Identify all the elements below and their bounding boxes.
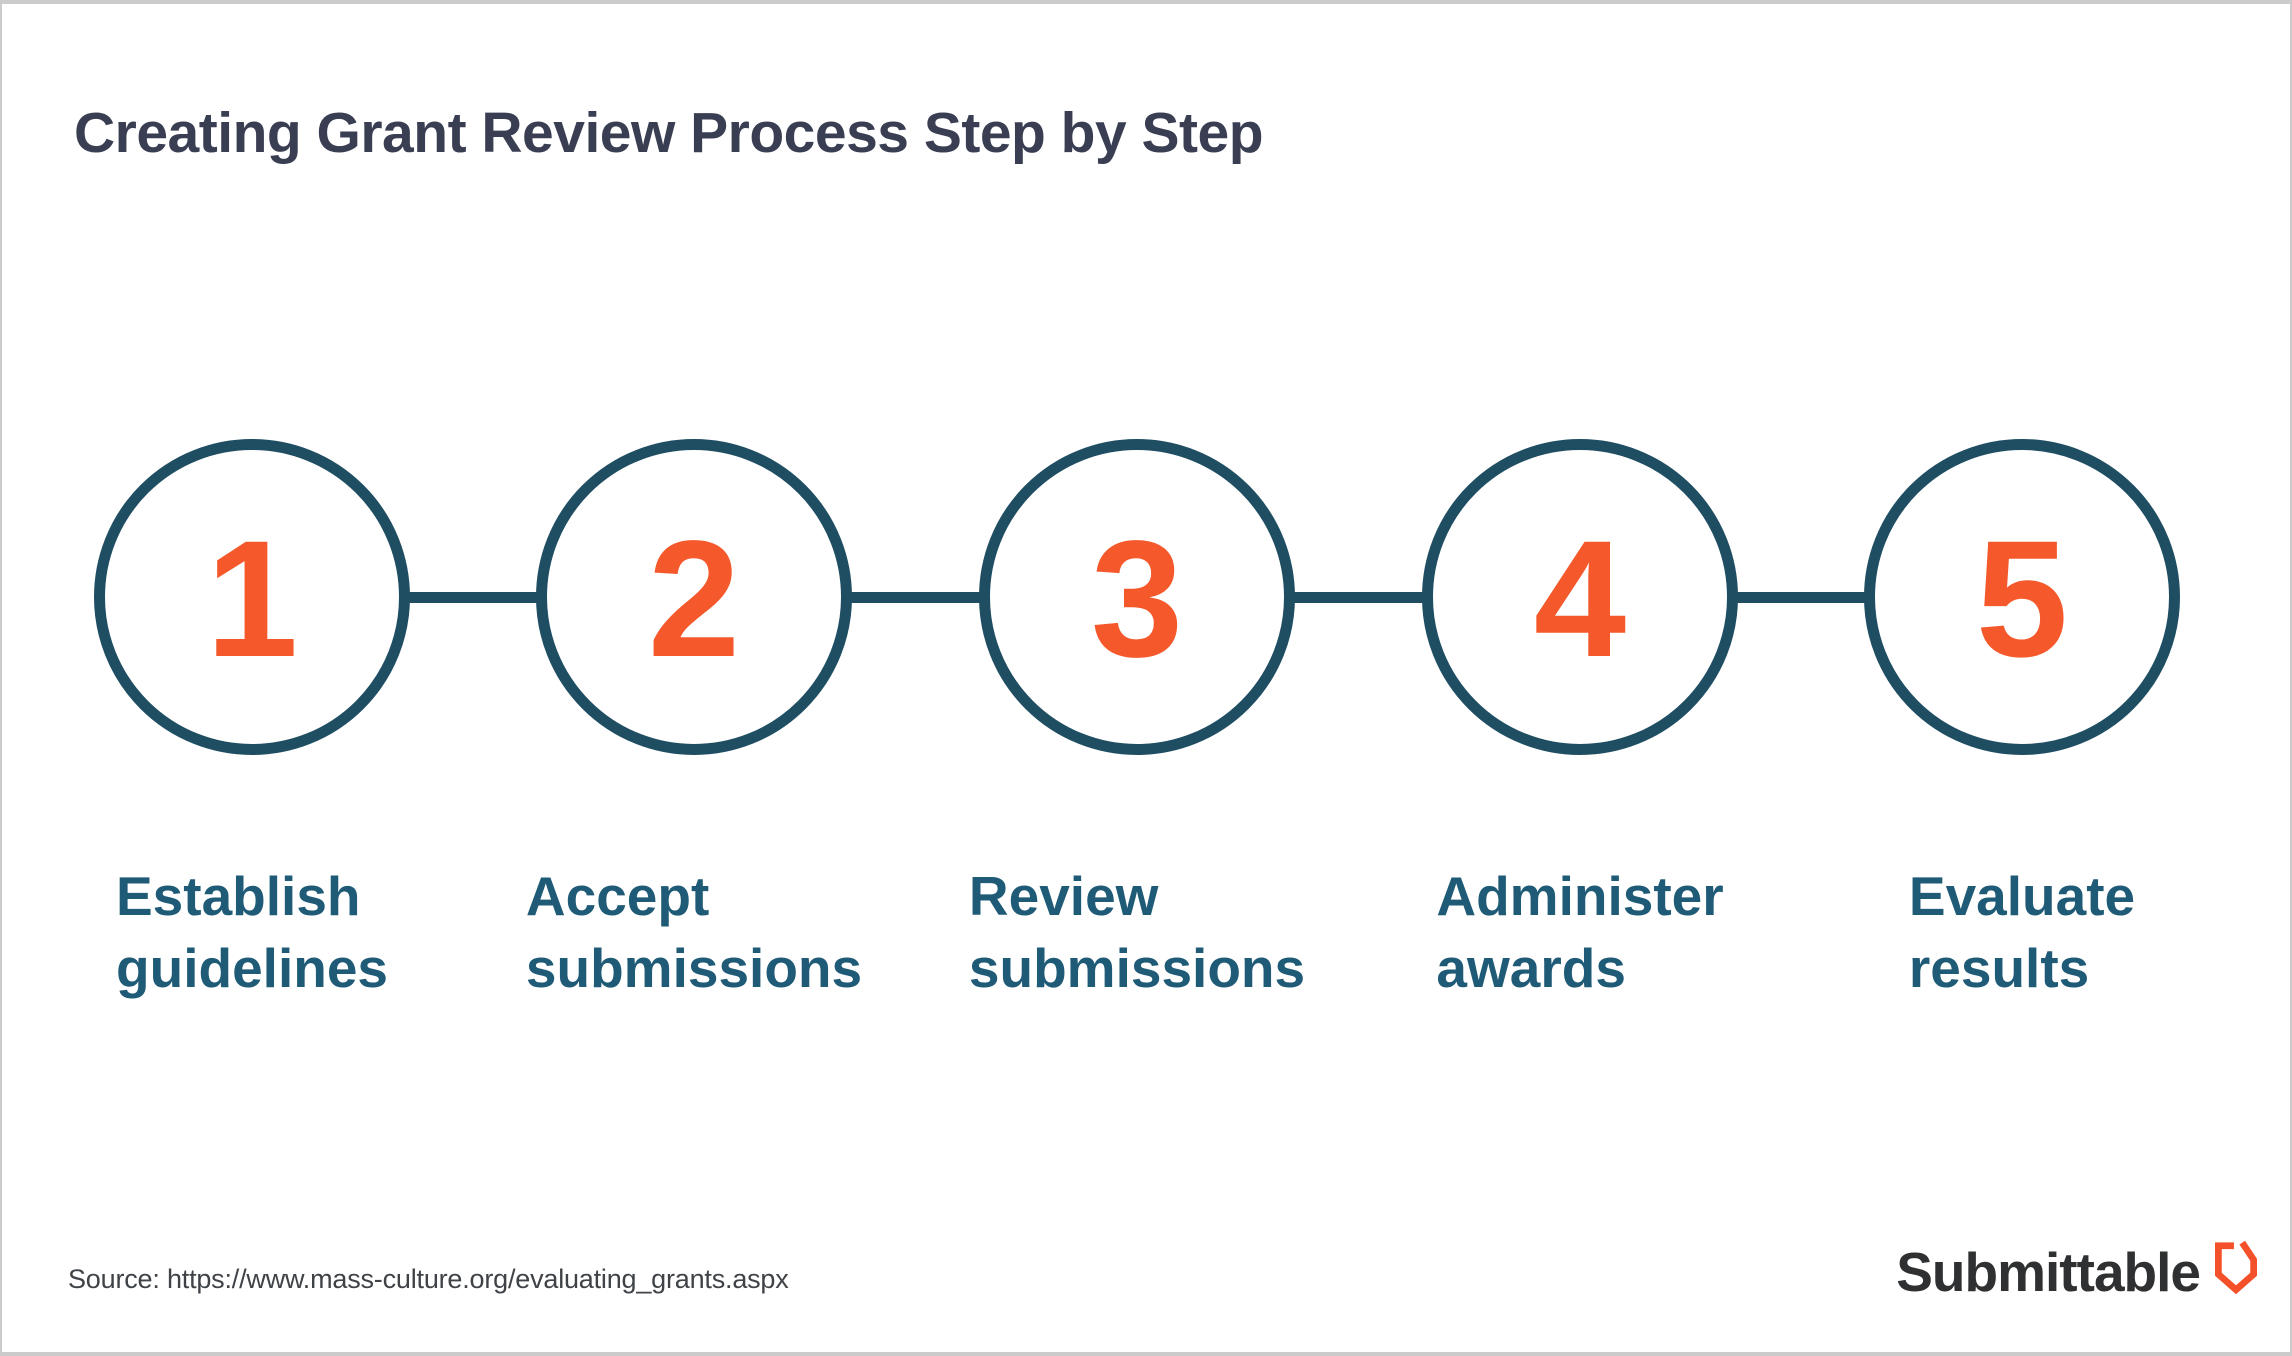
connector-line xyxy=(1732,592,1870,603)
step-label-line: awards xyxy=(1436,937,1626,999)
step-circle-4: 4 xyxy=(1422,439,1738,755)
connector-line xyxy=(846,592,985,603)
connector-line xyxy=(404,592,542,603)
step-circle-5: 5 xyxy=(1864,439,2180,755)
submittable-logo: Submittable xyxy=(1896,1240,2262,1303)
submittable-wordmark: Submittable xyxy=(1896,1241,2201,1303)
step-circle-2: 2 xyxy=(536,439,852,755)
source-text: Source: https://www.mass-culture.org/eva… xyxy=(68,1264,789,1294)
step-circle-1: 1 xyxy=(94,439,410,755)
step-label-5: Evaluate results xyxy=(1909,860,2135,1004)
step-label-2: Accept submissions xyxy=(526,860,862,1004)
step-number: 5 xyxy=(1975,507,2069,692)
step-label-3: Review submissions xyxy=(969,860,1305,1004)
step-label-line: results xyxy=(1908,937,2090,999)
submittable-shield-icon xyxy=(2215,1240,2257,1295)
connector-line xyxy=(1289,592,1428,603)
page-title: Creating Grant Review Process Step by St… xyxy=(74,101,1264,165)
step-label-line: Accept xyxy=(525,865,710,927)
step-label-line: Administer xyxy=(1436,865,1724,927)
step-label-line: Establish xyxy=(116,865,361,927)
step-number: 2 xyxy=(647,507,741,692)
step-label-4: Administer awards xyxy=(1436,860,1723,1004)
step-label-line: submissions xyxy=(525,937,863,999)
step-label-line: Evaluate xyxy=(1908,865,2136,927)
step-label-line: Review xyxy=(968,865,1159,927)
step-number: 4 xyxy=(1533,507,1627,692)
step-circle-3: 3 xyxy=(979,439,1295,755)
step-label-line: submissions xyxy=(968,937,1306,999)
step-number: 3 xyxy=(1090,507,1184,692)
step-number: 1 xyxy=(205,507,299,692)
step-label-line: guidelines xyxy=(116,937,388,999)
step-label-1: Establish guidelines xyxy=(116,860,388,1004)
